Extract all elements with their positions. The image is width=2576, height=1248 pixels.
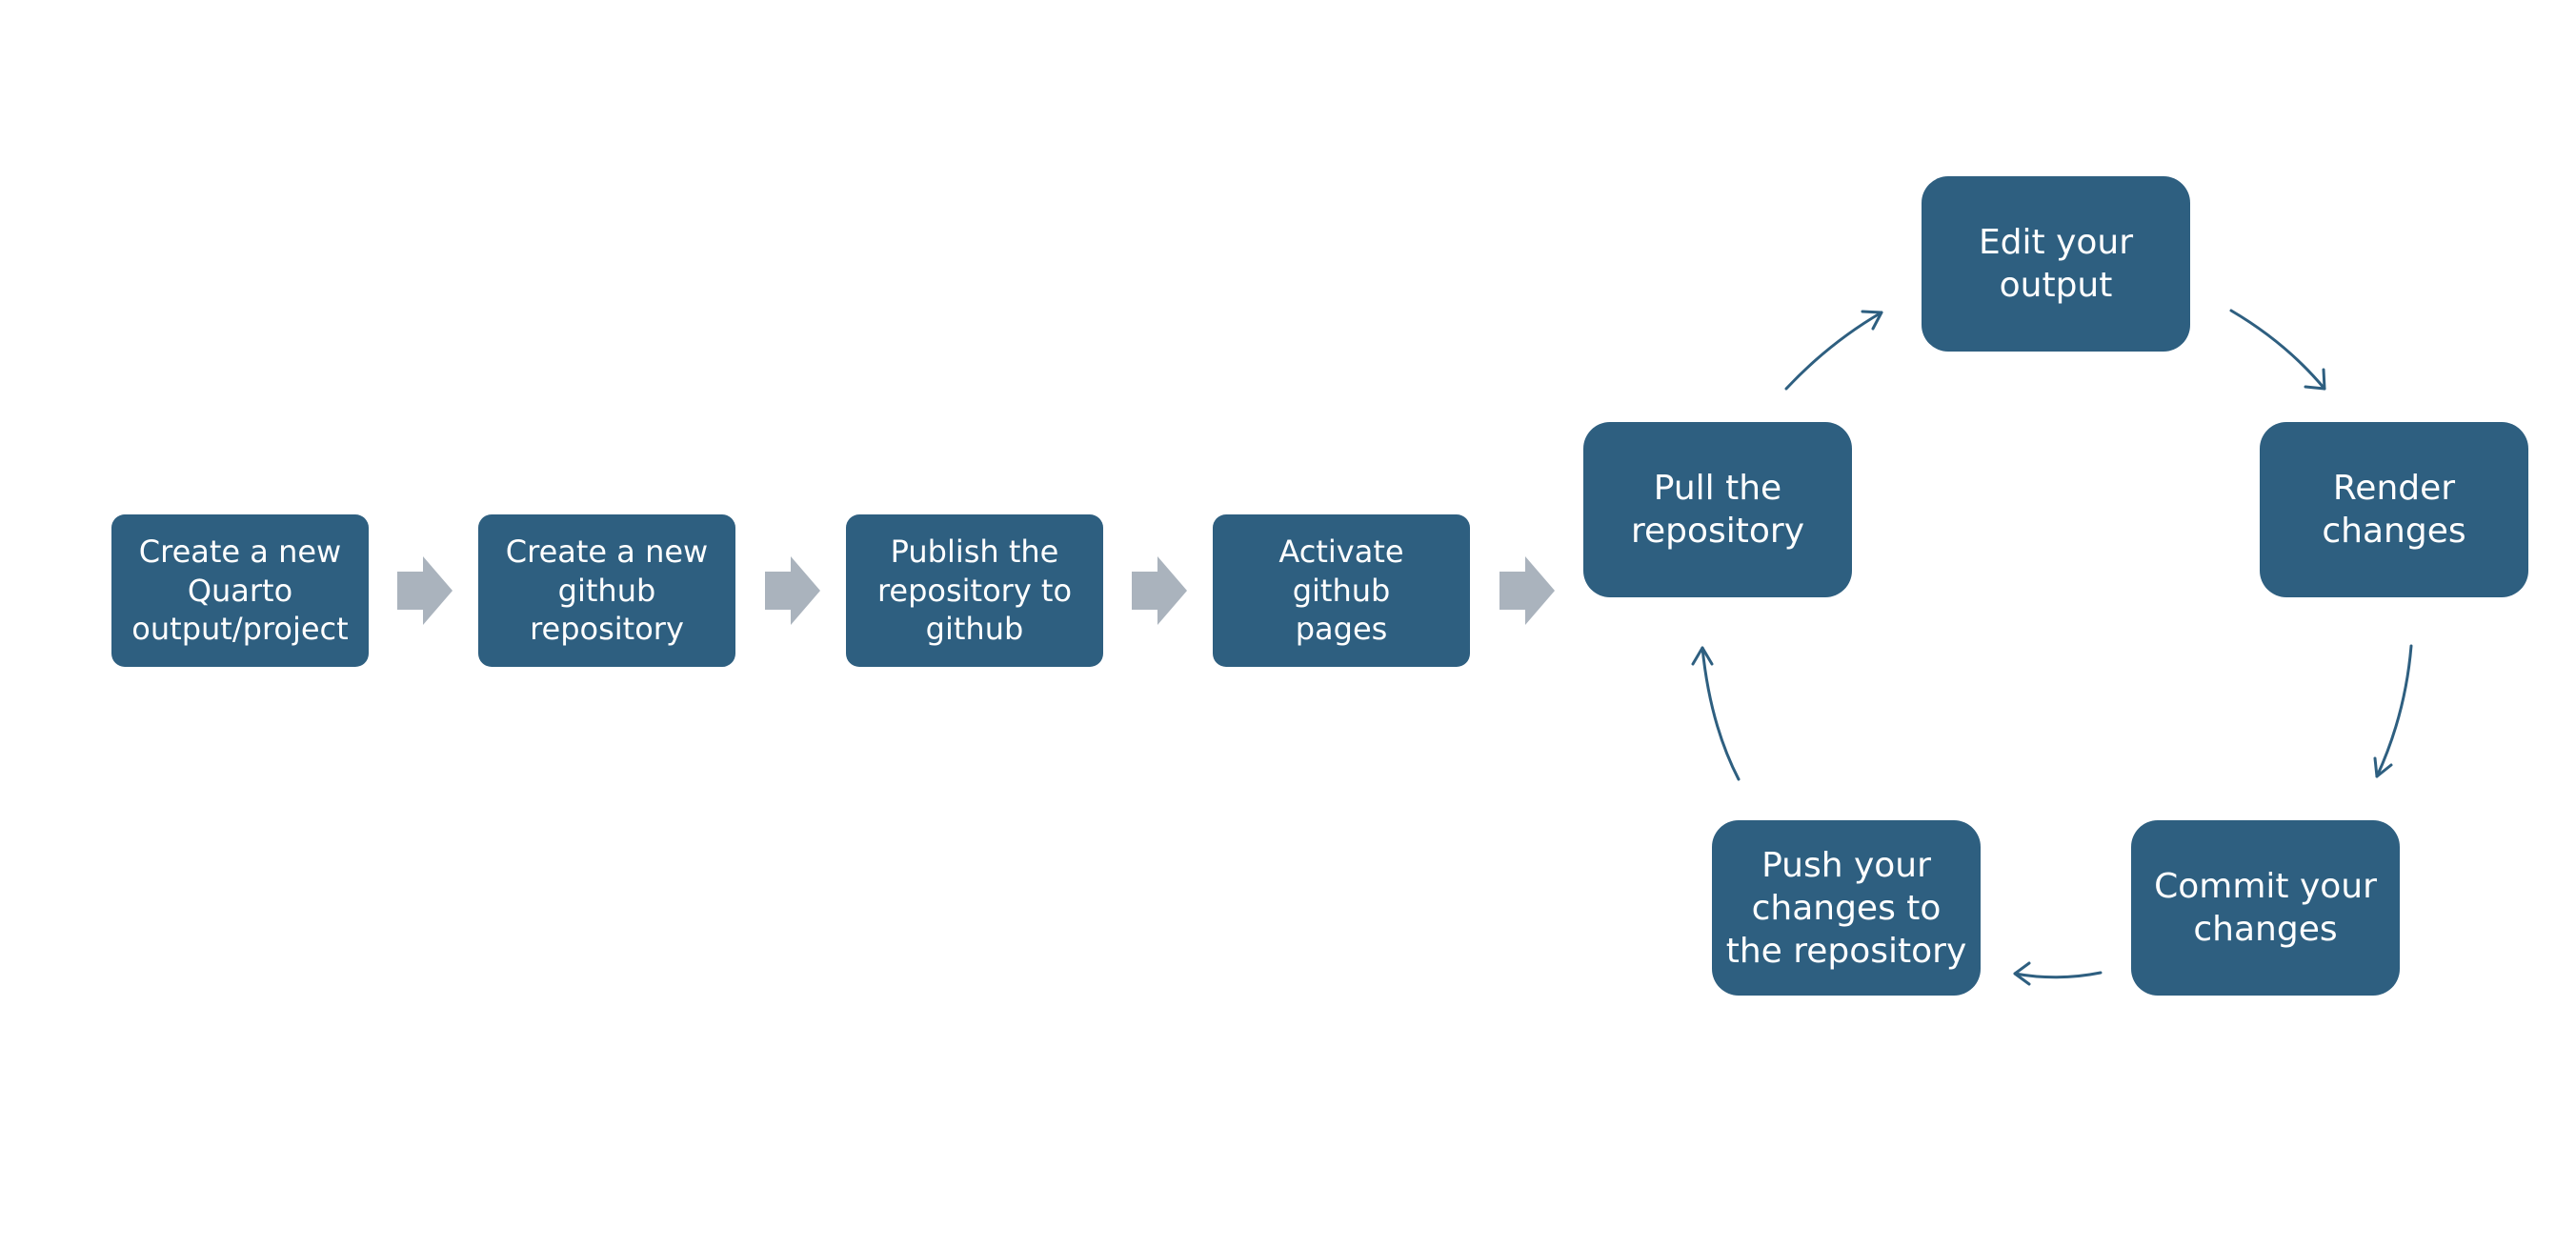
- step-create-quarto-project: Create a new Quarto output/project: [111, 514, 369, 667]
- cycle-step-commit-changes: Commit your changes: [2131, 820, 2400, 996]
- cycle-arrow-pull-to-edit: [1784, 310, 1883, 391]
- block-arrow-2: [765, 556, 820, 625]
- cycle-step-push-changes: Push your changes to the repository: [1712, 820, 1981, 996]
- cycle-step-pull-repository: Pull the repository: [1583, 422, 1852, 597]
- block-arrow-1: [397, 556, 453, 625]
- block-arrow-3: [1132, 556, 1187, 625]
- cycle-arrow-render-to-commit: [2373, 644, 2413, 778]
- cycle-step-edit-output: Edit your output: [1922, 176, 2190, 352]
- cycle-arrow-commit-to-push: [2013, 961, 2103, 986]
- cycle-arrow-push-to-pull: [1691, 646, 1741, 781]
- cycle-step-render-changes: Render changes: [2260, 422, 2528, 597]
- block-arrow-4: [1499, 556, 1555, 625]
- step-create-github-repository: Create a new github repository: [478, 514, 735, 667]
- cycle-arrow-edit-to-render: [2229, 309, 2326, 391]
- step-publish-repository: Publish the repository to github: [846, 514, 1103, 667]
- step-activate-github-pages: Activate github pages: [1213, 514, 1470, 667]
